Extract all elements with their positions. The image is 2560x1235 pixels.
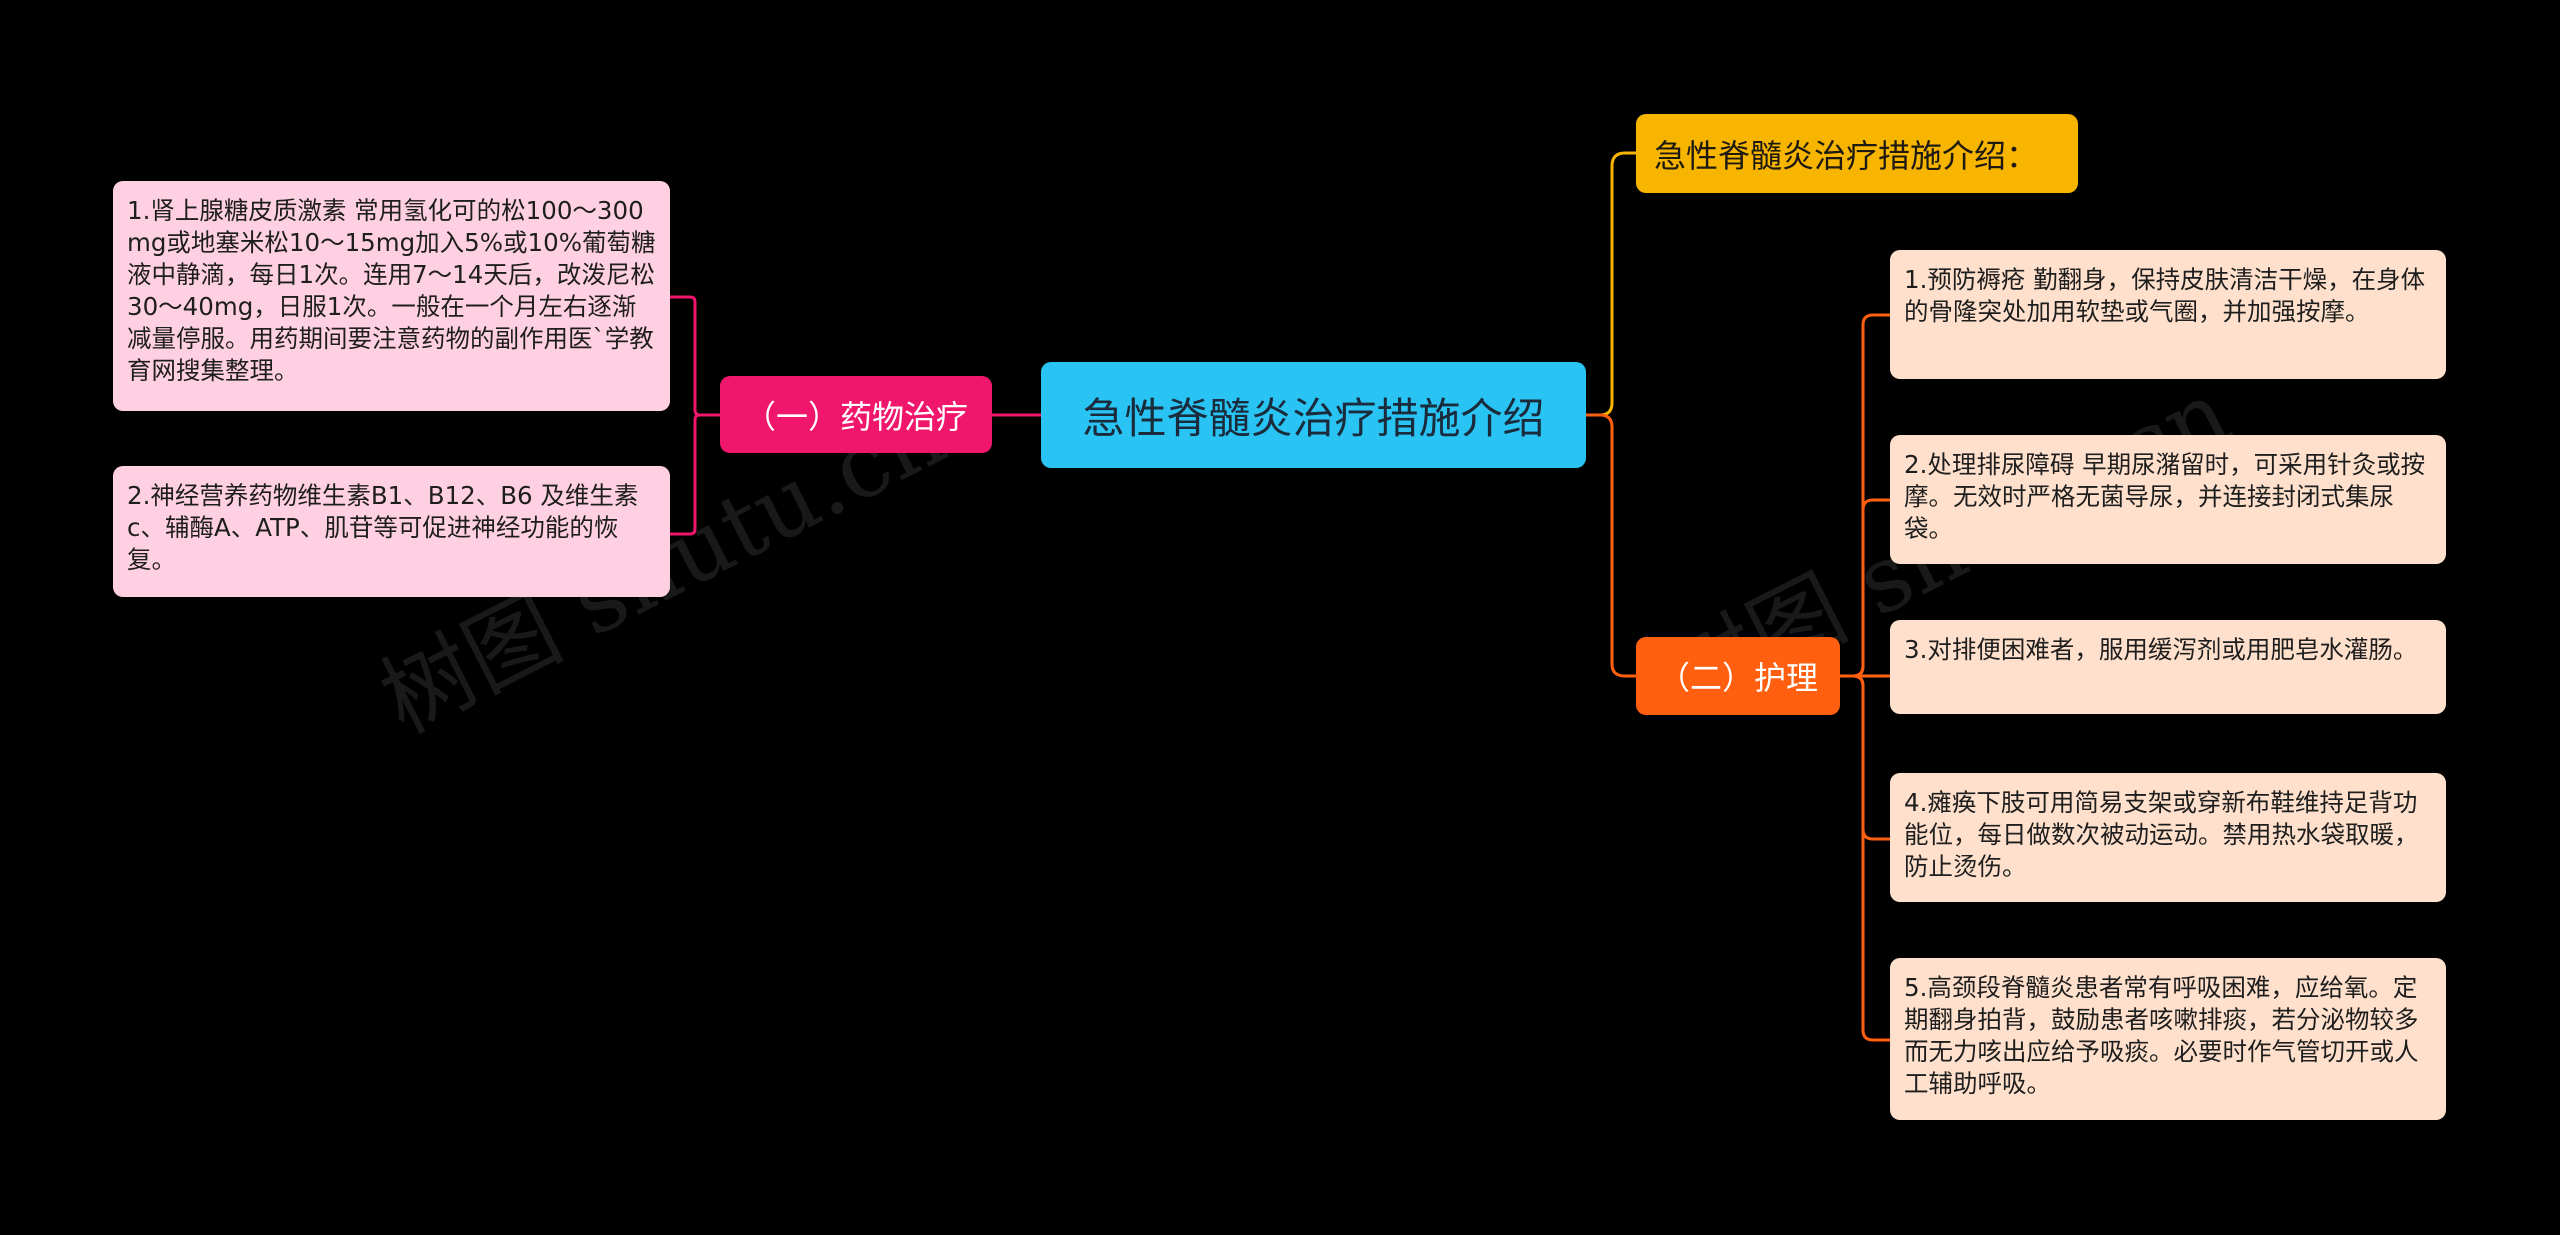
link-drug-leaf-2 [670, 413, 720, 536]
link-drug-leaf-1 [670, 295, 720, 417]
link-center-care [1586, 413, 1636, 678]
drug-leaf-1[interactable]: 1.肾上腺糖皮质激素 常用氢化可的松100～300mg或地塞米松10～15mg加… [113, 181, 670, 411]
care-leaf-3[interactable]: 3.对排便困难者，服用缓泻剂或用肥皂水灌肠。 [1890, 620, 2446, 714]
branch-intro[interactable]: 急性脊髓炎治疗措施介绍： [1636, 114, 2078, 193]
care-leaf-4[interactable]: 4.瘫痪下肢可用简易支架或穿新布鞋维持足背功能位，每日做数次被动运动。禁用热水袋… [1890, 773, 2446, 902]
care-leaf-2[interactable]: 2.处理排尿障碍 早期尿潴留时，可采用针灸或按摩。无效时严格无菌导尿，并连接封闭… [1890, 435, 2446, 564]
care-leaf-1[interactable]: 1.预防褥疮 勤翻身，保持皮肤清洁干燥，在身体的骨隆突处加用软垫或气圈，并加强按… [1890, 250, 2446, 379]
branch-drug-treatment[interactable]: （一）药物治疗 [720, 376, 992, 453]
link-center-intro [1586, 151, 1636, 417]
branch-nursing[interactable]: （二）护理 [1636, 637, 1840, 715]
drug-leaf-2[interactable]: 2.神经营养药物维生素B1、B12、B6 及维生素c、辅酶A、ATP、肌苷等可促… [113, 466, 670, 597]
link-care-leaf-5 [1840, 674, 1890, 1042]
link-care-leaf-4 [1840, 674, 1890, 841]
care-leaf-5[interactable]: 5.高颈段脊髓炎患者常有呼吸困难，应给氧。定期翻身拍背，鼓励患者咳嗽排痰，若分泌… [1890, 958, 2446, 1120]
root-topic[interactable]: 急性脊髓炎治疗措施介绍 [1041, 362, 1586, 468]
